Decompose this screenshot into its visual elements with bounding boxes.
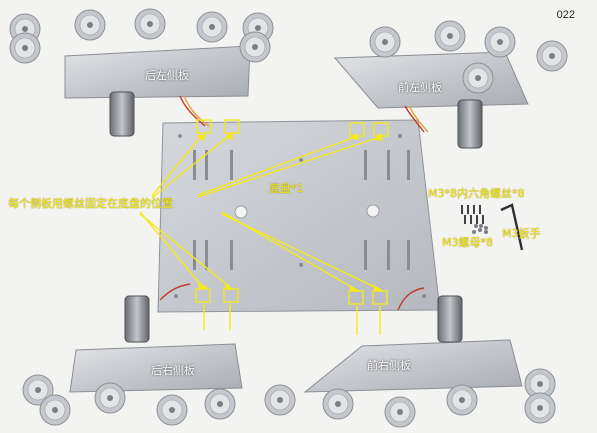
- page-number: 022: [556, 9, 575, 21]
- screws-label: M3*8内六角螺丝*8: [428, 187, 525, 200]
- front-left-side-panel: [333, 20, 568, 149]
- front-right-side-panel: [303, 287, 556, 428]
- mounting-callout: 每个侧板用螺丝固定在底盘的位置: [8, 197, 173, 210]
- front-right-panel-label: 前右侧板: [367, 359, 411, 372]
- m3-screws: [461, 205, 484, 224]
- rear-right-panel-label: 后右侧板: [151, 364, 195, 377]
- rear-right-side-panel: [22, 283, 296, 426]
- m3-nuts: [472, 224, 488, 234]
- mount-point-highlights: [195, 119, 389, 305]
- rear-left-panel-label: 后左侧板: [145, 69, 189, 82]
- callout-arrows: [139, 131, 384, 335]
- chassis-label: 底盘*1: [269, 182, 304, 195]
- front-left-panel-label: 前左侧板: [398, 81, 442, 94]
- wrench-label: M3扳手: [502, 227, 541, 240]
- m3-hex-wrench: [500, 203, 524, 251]
- rear-left-side-panel: [9, 8, 274, 137]
- nuts-label: M3螺母*8: [442, 236, 493, 249]
